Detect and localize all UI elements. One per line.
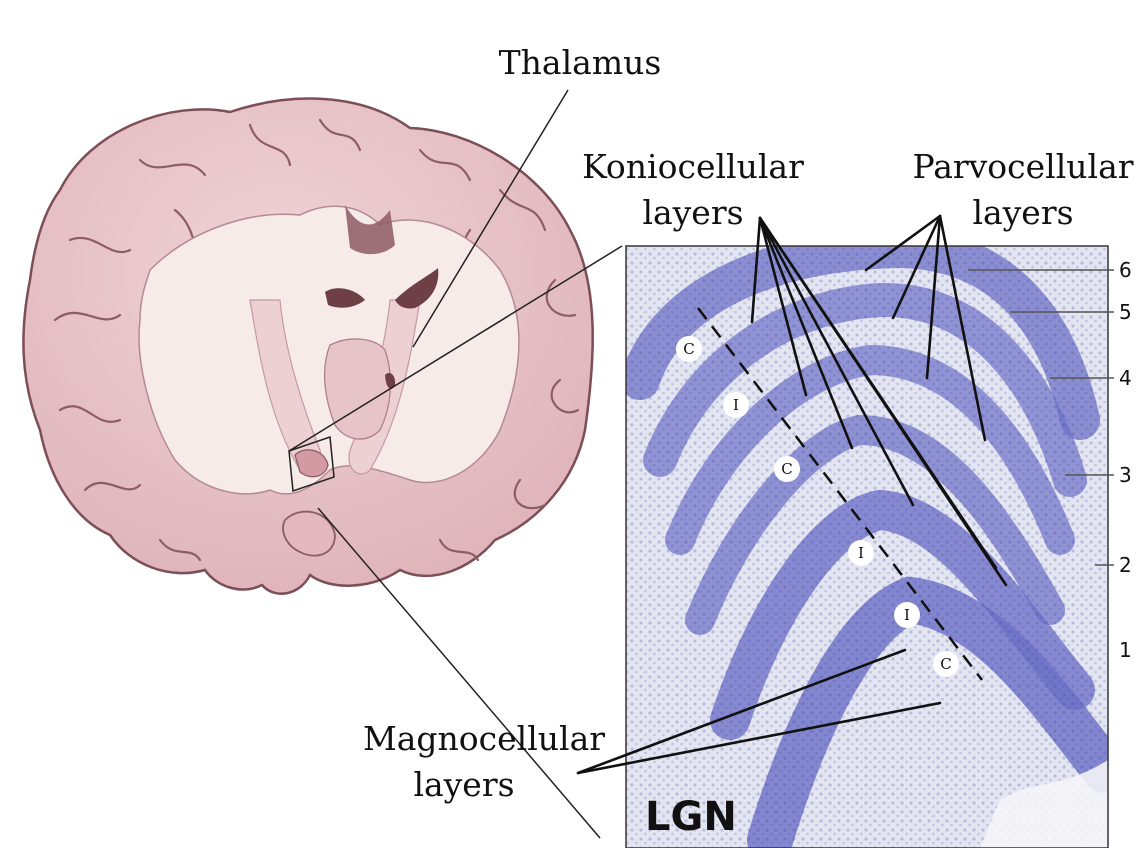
eye-marker-i: I (894, 602, 920, 628)
label-magnocellular-line2: layers (413, 768, 514, 801)
label-thalamus: Thalamus (499, 46, 662, 79)
layer-number-6: 6 (1119, 260, 1132, 280)
layer-number-3: 3 (1119, 465, 1132, 485)
layer-number-4: 4 (1119, 368, 1132, 388)
eye-marker-c: C (933, 651, 959, 677)
label-koniocellular-line1: Koniocellular (582, 150, 804, 183)
label-magnocellular-line1: Magnocellular (363, 722, 605, 755)
eye-marker-c: C (774, 456, 800, 482)
layer-number-5: 5 (1119, 302, 1132, 322)
label-koniocellular-line2: layers (642, 196, 743, 229)
eye-marker-c: C (676, 336, 702, 362)
eye-marker-i: I (848, 540, 874, 566)
brain-section (23, 99, 592, 594)
label-lgn: LGN (645, 797, 737, 837)
eye-marker-i: I (723, 392, 749, 418)
thalamus-region (325, 339, 391, 439)
label-parvocellular-line1: Parvocellular (912, 150, 1133, 183)
label-parvocellular-line2: layers (972, 196, 1073, 229)
layer-number-1: 1 (1119, 640, 1132, 660)
layer-number-2: 2 (1119, 555, 1132, 575)
